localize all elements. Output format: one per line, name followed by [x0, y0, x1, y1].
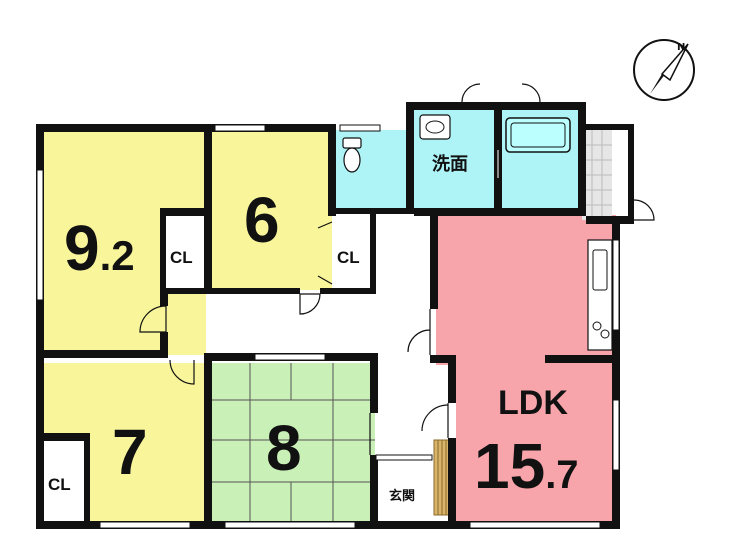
entrance: [378, 460, 434, 523]
closet-1-label: CL: [170, 248, 193, 267]
north-arrow-icon: [650, 43, 689, 94]
washroom-label: 洗面: [432, 153, 468, 175]
compass-label: N: [677, 42, 685, 53]
tile-grid: [582, 130, 612, 220]
closet-3: [44, 440, 84, 523]
ldk-area-label: 15.7: [474, 430, 579, 502]
hallway: [160, 290, 450, 365]
closet-2-label: CL: [337, 248, 360, 267]
toilet-icon: [342, 137, 362, 173]
ldk-upper: [436, 215, 616, 365]
room-9-2-label: 9.2: [64, 212, 135, 284]
entrance-label: 玄関: [389, 488, 415, 504]
room-6-label: 6: [244, 184, 280, 256]
bathtub-icon: [505, 117, 571, 153]
closet-3-label: CL: [48, 475, 71, 494]
windows: [36, 124, 620, 529]
closet-2: [332, 215, 374, 290]
ldk-lower: [456, 360, 616, 523]
sink-icon: [419, 114, 451, 140]
room-7-label: 7: [112, 416, 148, 488]
room-6: [210, 130, 332, 290]
ldk-label: LDK: [498, 384, 568, 422]
room-8-label: 8: [266, 412, 302, 484]
closet-1: [162, 215, 206, 290]
doors: [139, 83, 655, 455]
room-8: [210, 363, 375, 523]
compass: N: [633, 39, 695, 101]
kitchen-counter-icon: [587, 239, 613, 351]
tatami-lines: [210, 363, 375, 523]
stove-icon: [592, 321, 610, 339]
